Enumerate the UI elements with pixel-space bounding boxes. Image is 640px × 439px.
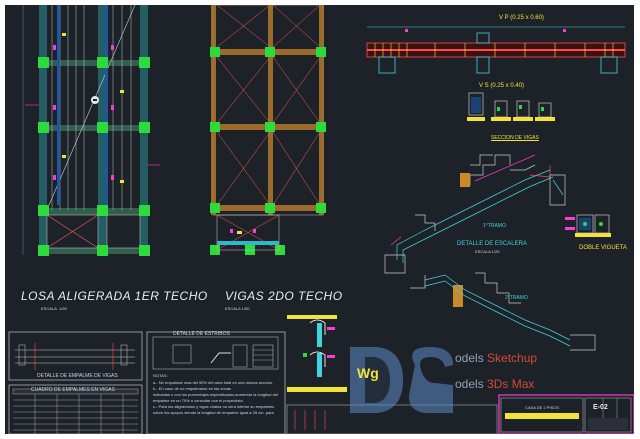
watermark-logo-text: Wg	[357, 365, 379, 381]
splice-title: DETALLE DE EMPALME DE VIGAS	[37, 373, 118, 379]
sheet-number: E-02	[593, 404, 608, 411]
beam-vp-label: V P (0.25 x 0.60)	[499, 15, 544, 21]
stair-tramo1: 1°TRAMO	[483, 223, 506, 229]
drawing-geometry	[8, 5, 634, 434]
plan1-scale: ESCALA: 1/50	[41, 306, 67, 311]
plan2-title: VIGAS 2DO TECHO	[225, 289, 343, 303]
stair-detail-scale: ESCALA 1/25	[475, 249, 500, 254]
sheet-title-1: CASA DE 2 PISOS	[525, 405, 560, 410]
beam-section-label: SECCION DE VIGAS	[491, 135, 539, 141]
stair-detail-label: DETALLE DE ESCALERA	[457, 241, 527, 247]
note-line-0: a.- No empalmar mas del 50% del area tot…	[153, 380, 274, 385]
sheet-title-2: ESTRUCTURAS VIGAS Y DETALLES	[515, 422, 584, 427]
title-block-geometry	[498, 394, 634, 434]
note-line-2: indicadas o con los porcentajes especifi…	[153, 392, 278, 397]
stair-geometry	[384, 154, 596, 351]
beam-vp-geometry	[366, 26, 626, 74]
watermark-line1: odels Sketchup	[455, 351, 538, 365]
note-line-4: c.- Para los alignerados y vigas chatas …	[153, 404, 275, 409]
plan2-geometry	[210, 5, 326, 255]
beam-vs-label: V S (0.25 x 0.40)	[479, 83, 525, 89]
vigueta-label: DOBLE VIGUETA	[579, 245, 627, 251]
stair-tramo2: 2°TRAMO	[505, 295, 528, 301]
plan1-title: LOSA ALIGERADA 1ER TECHO	[21, 289, 208, 303]
note-line-1: b.- En caso de no empalmarse en las zona…	[153, 386, 232, 391]
splice-table-title: CUADRO DE EMPALMES EN VIGAS	[31, 387, 115, 393]
watermark-line2: odels 3Ds Max	[455, 377, 535, 391]
column-details-geometry	[286, 315, 498, 434]
notes-box-title: DETALLE DE ESTRIBOS	[173, 331, 230, 337]
watermark-logo-geometry	[350, 347, 453, 413]
note-line-5: sobre los apoyos siendo la longitud de e…	[153, 410, 274, 415]
notes-head: NOTAS:	[153, 373, 168, 378]
splice-geometry	[8, 331, 143, 434]
note-line-3: empalme en un 70% o consultar con el pro…	[153, 398, 244, 403]
vigueta-geometry	[565, 214, 611, 237]
plan1-geometry	[22, 5, 160, 256]
notes-geometry	[146, 331, 286, 434]
drawing-canvas[interactable]: LOSA ALIGERADA 1ER TECHO ESCALA: 1/50 VI…	[5, 5, 634, 434]
beam-sections-geometry	[467, 92, 555, 121]
plan2-scale: ESCALA 1/50	[225, 306, 250, 311]
